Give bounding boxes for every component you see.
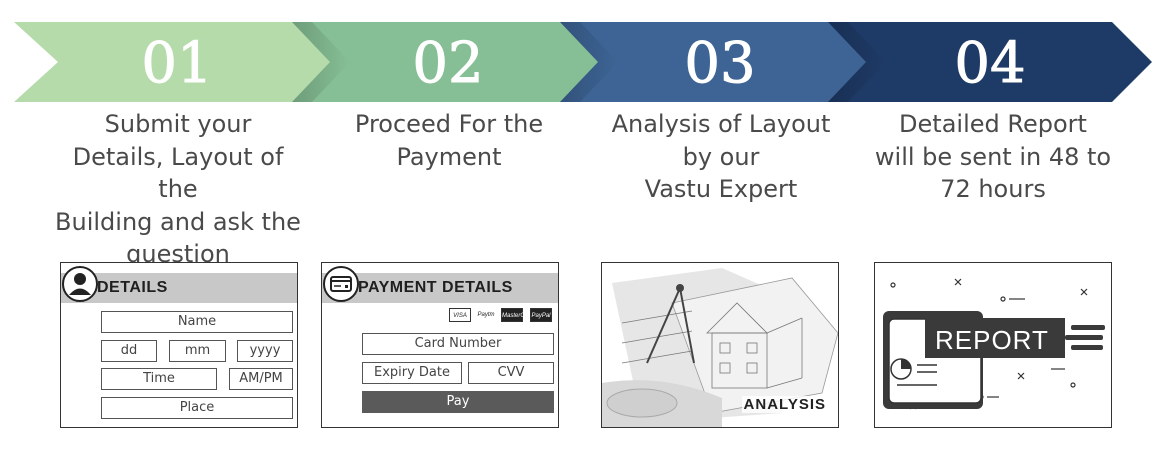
name-field[interactable]: Name	[101, 311, 293, 333]
pie-chart-icon	[890, 358, 912, 380]
pay-button[interactable]: Pay	[362, 391, 554, 413]
analysis-label: ANALYSIS	[741, 396, 828, 413]
year-field[interactable]: yyyy	[237, 340, 293, 362]
place-field[interactable]: Place	[101, 397, 293, 419]
analysis-card: ANALYSIS	[601, 262, 839, 428]
compass-icon	[646, 284, 695, 364]
blueprint-illustration	[602, 263, 838, 427]
ampm-field[interactable]: AM/PM	[229, 368, 293, 390]
process-arrows: 01 02 03 04	[14, 22, 1152, 102]
step-2-arrow	[292, 22, 612, 102]
credit-card-icon	[323, 266, 359, 302]
text-lines	[897, 364, 937, 386]
step-3-arrow	[560, 22, 880, 102]
step-2-text: Proceed For the Payment	[354, 110, 544, 171]
time-field[interactable]: Time	[101, 368, 217, 390]
payment-card: PAYMENT DETAILS VISA Paytm MasterCard Pa…	[321, 262, 559, 428]
step-1-number: 01	[141, 31, 212, 96]
report-illustration	[883, 278, 1105, 410]
paypal-logo: PayPal	[530, 308, 552, 322]
day-field[interactable]: dd	[101, 340, 157, 362]
step-3-number: 03	[684, 31, 755, 96]
details-title: DETAILS	[97, 279, 168, 296]
mastercard-logo: MasterCard	[501, 308, 533, 322]
step-3-text: Analysis of Layout by our Vastu Expert	[611, 110, 831, 203]
details-card: DETAILS Name dd mm yyyy Time AM/PM Place	[60, 262, 298, 428]
step-1-text: Submit your Details, Layout of the Build…	[55, 110, 301, 268]
visa-logo: VISA	[449, 308, 471, 322]
step-4-text: Detailed Report will be sent in 48 to 72…	[874, 110, 1112, 203]
expiry-date-field[interactable]: Expiry Date	[362, 362, 462, 384]
step-4-number: 04	[954, 31, 1025, 96]
payment-title: PAYMENT DETAILS	[358, 279, 513, 296]
cvv-field[interactable]: CVV	[468, 362, 554, 384]
paytm-logo: Paytm	[476, 308, 496, 322]
step-1-arrow	[14, 22, 344, 102]
step-4-arrow	[828, 22, 1152, 102]
step-2-number: 02	[412, 31, 483, 96]
report-card: REPORT	[874, 262, 1112, 428]
user-icon	[62, 266, 98, 302]
report-label: REPORT	[935, 325, 1049, 355]
card-number-field[interactable]: Card Number	[362, 333, 554, 355]
details-header: DETAILS	[61, 273, 297, 303]
month-field[interactable]: mm	[169, 340, 226, 362]
payment-header: PAYMENT DETAILS	[322, 273, 558, 303]
